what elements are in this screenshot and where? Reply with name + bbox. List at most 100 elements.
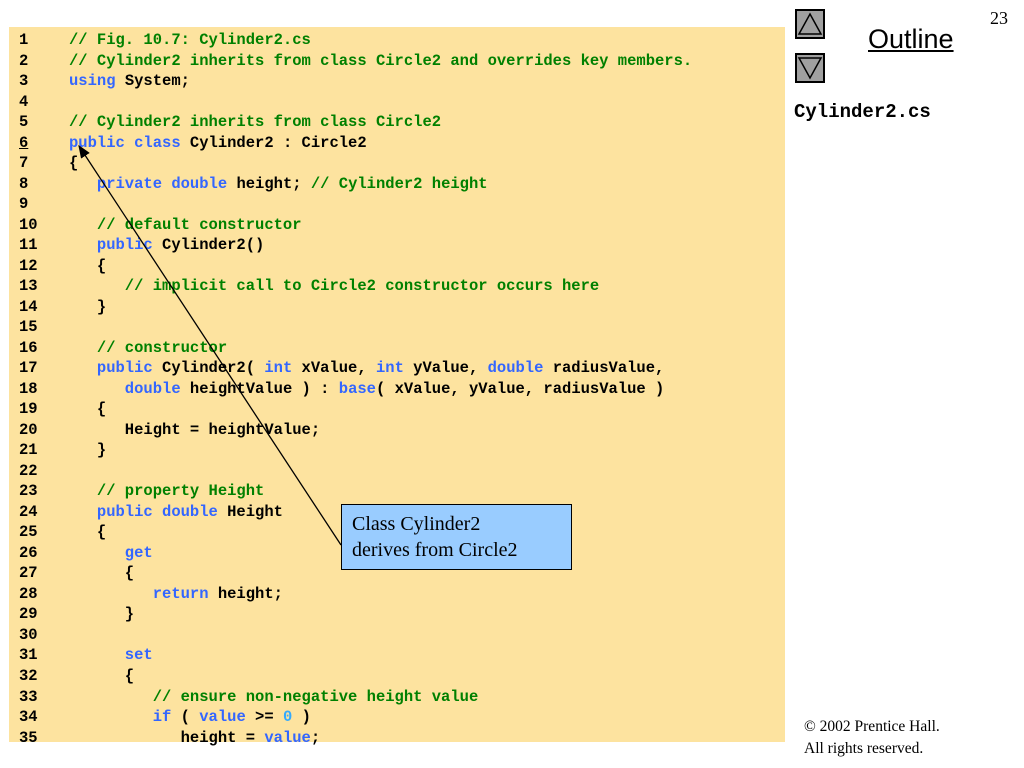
line-number: 27: [19, 564, 38, 583]
code-token: // Cylinder2 height: [310, 174, 488, 193]
line-number: 15: [19, 318, 38, 337]
line-number: 14: [19, 297, 38, 316]
code-line: 12 {: [9, 256, 785, 277]
code-line: 23 // property Height: [9, 481, 785, 502]
code-text: // Cylinder2 inherits from class Circle2…: [69, 51, 692, 72]
code-text: public Cylinder2( int xValue, int yValue…: [69, 358, 664, 379]
code-line: 14 }: [9, 297, 785, 318]
code-line: 35 height = value;: [9, 728, 785, 749]
code-token: Cylinder2(): [152, 236, 265, 255]
code-text: height = value;: [69, 728, 321, 749]
code-text: public double Height: [69, 502, 283, 523]
line-number: 35: [19, 728, 38, 747]
code-text: {: [69, 256, 106, 277]
code-token: public: [69, 236, 153, 255]
code-text: // ensure non-negative height value: [69, 687, 479, 708]
code-line: 15: [9, 317, 785, 338]
code-token: 0: [282, 708, 293, 727]
code-line: 19 {: [9, 399, 785, 420]
line-number: 22: [19, 461, 38, 480]
line-number: 2: [19, 51, 29, 70]
code-token: }: [69, 441, 107, 460]
line-number: 6: [19, 133, 29, 152]
line-number: 21: [19, 441, 38, 460]
code-text: // property Height: [69, 481, 264, 502]
code-token: {: [69, 154, 79, 173]
code-token: private double: [69, 174, 228, 193]
line-number: 28: [19, 584, 38, 603]
code-token: Height = heightValue;: [69, 420, 321, 439]
triangle-up-icon: [797, 12, 823, 35]
code-text: }: [69, 440, 106, 461]
code-token: public double: [69, 502, 218, 521]
next-slide-button[interactable]: [795, 53, 825, 83]
code-text: }: [69, 604, 134, 625]
code-line: 28 return height;: [9, 584, 785, 605]
code-line: 29 }: [9, 604, 785, 625]
line-number: 29: [19, 605, 38, 624]
line-number: 33: [19, 687, 38, 706]
line-number: 10: [19, 215, 38, 234]
code-token: get: [69, 543, 153, 562]
copyright-line-1: © 2002 Prentice Hall.: [804, 718, 940, 735]
line-number: 17: [19, 359, 38, 378]
line-number: 19: [19, 400, 38, 419]
outline-link[interactable]: Outline: [868, 24, 954, 54]
code-line: 22: [9, 461, 785, 482]
code-text: {: [69, 399, 106, 420]
previous-slide-button[interactable]: [795, 9, 825, 39]
file-name: Cylinder2.cs: [794, 101, 931, 123]
copyright: © 2002 Prentice Hall. All rights reserve…: [804, 716, 940, 760]
code-line: 17 public Cylinder2( int xValue, int yVa…: [9, 358, 785, 379]
code-text: // constructor: [69, 338, 227, 359]
code-token: return: [69, 584, 209, 603]
code-text: double heightValue ) : base( xValue, yVa…: [69, 379, 665, 400]
code-text: set: [69, 645, 153, 666]
code-line: 18 double heightValue ) : base( xValue, …: [9, 379, 785, 400]
code-text: private double height; // Cylinder2 heig…: [69, 174, 488, 195]
line-number: 7: [19, 154, 29, 173]
line-number: 3: [19, 72, 29, 91]
code-line: 4: [9, 92, 785, 113]
line-number: 18: [19, 379, 38, 398]
code-line: 24 public double Height: [9, 502, 785, 523]
code-text: // Fig. 10.7: Cylinder2.cs: [69, 30, 311, 51]
code-token: // ensure non-negative height value: [69, 687, 479, 706]
code-token: int: [264, 359, 293, 378]
code-token: // constructor: [69, 338, 228, 357]
callout-line-1: Class Cylinder2: [352, 513, 481, 535]
code-text: // implicit call to Circle2 constructor …: [69, 276, 599, 297]
callout-line-2: derives from Circle2: [352, 539, 518, 561]
line-number: 4: [19, 92, 29, 111]
code-line: 8 private double height; // Cylinder2 he…: [9, 174, 785, 195]
line-number: 9: [19, 195, 29, 214]
code-token: {: [69, 400, 107, 419]
code-text: if ( value >= 0 ): [69, 707, 311, 728]
code-token: {: [69, 256, 107, 275]
line-number: 31: [19, 646, 38, 665]
code-line: 9: [9, 194, 785, 215]
copyright-line-2: All rights reserved.: [804, 740, 924, 757]
line-number: 20: [19, 420, 38, 439]
code-line: 13 // implicit call to Circle2 construct…: [9, 276, 785, 297]
code-line: 27 {: [9, 563, 785, 584]
code-token: >=: [245, 708, 283, 727]
code-line: 32 {: [9, 666, 785, 687]
code-token: double: [487, 359, 544, 378]
code-token: using: [69, 72, 116, 91]
code-text: }: [69, 297, 106, 318]
code-line: 16 // constructor: [9, 338, 785, 359]
slide-number: 23: [990, 8, 1008, 28]
code-token: value: [199, 708, 246, 727]
code-token: if: [69, 708, 172, 727]
code-line: 10 // default constructor: [9, 215, 785, 236]
code-text: Height = heightValue;: [69, 420, 320, 441]
triangle-down-icon: [797, 57, 823, 80]
line-number: 1: [19, 31, 29, 49]
code-token: ;: [310, 728, 321, 747]
code-line: 26 get: [9, 543, 785, 564]
code-listing: 1 // Fig. 10.7: Cylinder2.cs 2 // Cylinder2…: [9, 30, 785, 748]
code-line: 33 // ensure non-negative height value: [9, 687, 785, 708]
